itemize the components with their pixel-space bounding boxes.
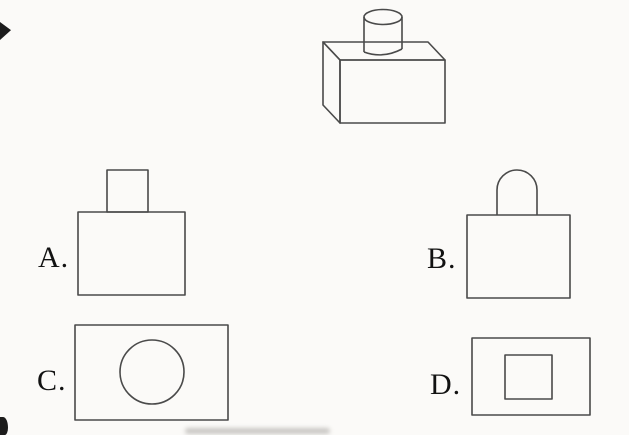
option-c-circle [119, 339, 185, 405]
option-d-inner-square [504, 354, 553, 400]
option-a: A. [35, 165, 190, 300]
option-b-rounded-tab [496, 169, 538, 215]
option-b-body-rect [466, 214, 571, 299]
option-a-label: A. [38, 241, 70, 274]
option-a-tab-square [106, 169, 149, 213]
cylinder-bottom-curve [363, 48, 403, 56]
cube-top-face [322, 41, 446, 61]
option-b: B. [425, 163, 590, 303]
option-c-figure [74, 324, 229, 421]
cube-front-face [339, 59, 446, 124]
option-b-figure [466, 169, 571, 299]
option-d-figure [471, 337, 591, 416]
option-c: C. [35, 320, 235, 425]
scan-artifact-bottom-left [0, 417, 8, 435]
scan-artifact-top-left [0, 22, 11, 40]
cylinder-top-ellipse [363, 8, 403, 26]
option-b-label: B. [427, 242, 457, 275]
option-c-outer-rect [74, 324, 229, 421]
option-d: D. [425, 333, 600, 423]
cube-left-face [322, 41, 341, 124]
option-c-label: C. [37, 364, 67, 397]
scan-artifact-bottom-smudge [185, 428, 330, 434]
solid-figure-cube-with-cylinder [322, 8, 446, 124]
option-d-outer-rect [471, 337, 591, 416]
option-d-label: D. [430, 368, 462, 401]
option-a-body-rect [77, 211, 186, 296]
option-a-figure [77, 169, 186, 296]
